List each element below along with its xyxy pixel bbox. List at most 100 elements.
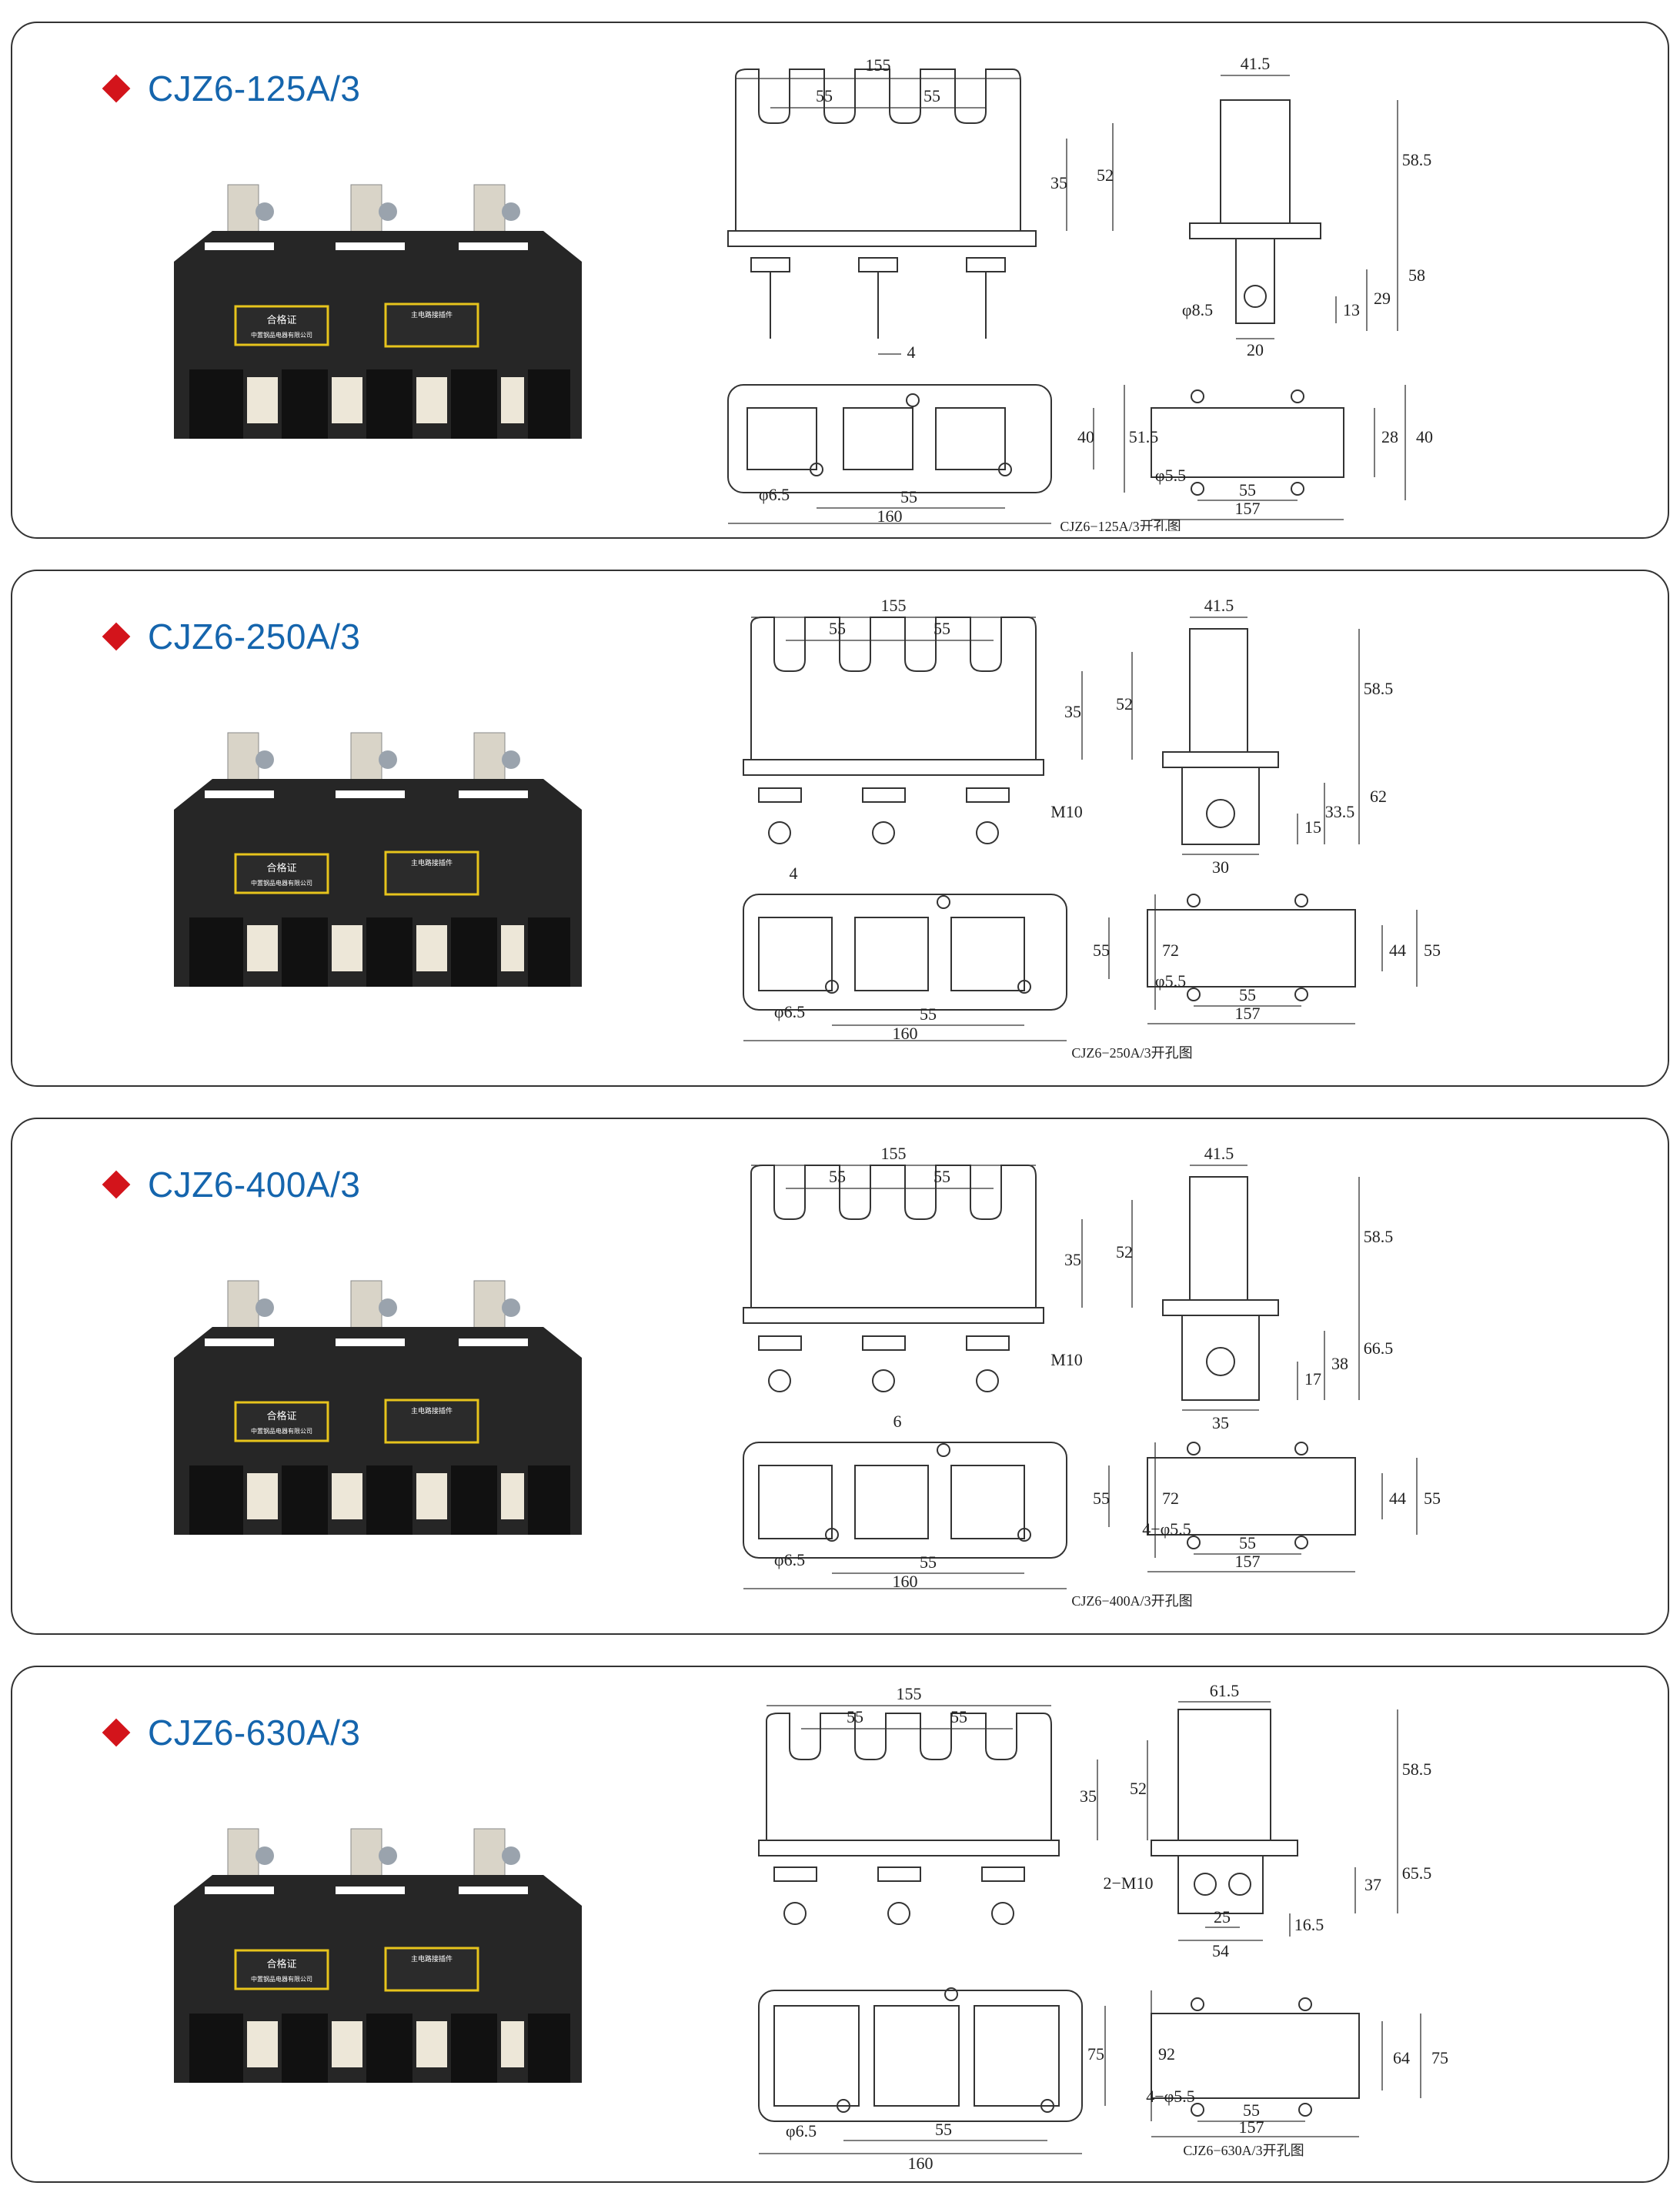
side-upper: 58.5	[1402, 150, 1432, 169]
side-base: 30	[1212, 857, 1229, 877]
side-upper: 58.5	[1364, 1227, 1394, 1246]
cutout-caption: CJZ6−400A/3开孔图	[1071, 1593, 1192, 1609]
cutout-pitch: 55	[1239, 985, 1256, 1004]
side-upper: 58.5	[1402, 1760, 1432, 1779]
cutout-h2: 75	[1431, 2048, 1448, 2067]
front-h1: 35	[1080, 1786, 1097, 1806]
side-offset: 29	[1374, 289, 1391, 308]
product-title: CJZ6-400A/3	[102, 1164, 361, 1205]
side-hole: φ8.5	[1182, 300, 1213, 319]
front-pitch-1: 55	[829, 619, 846, 638]
cutout-pitch: 55	[1239, 480, 1256, 500]
dimension-drawing: 155 55 55 35 52 4 41.5 58.5 58 29 13 20 …	[727, 54, 1433, 531]
side-inner: 25	[1214, 1907, 1231, 1927]
front-h2: 52	[1116, 1242, 1133, 1262]
product-panel-400a: CJZ6-400A/3 合格证 中置钢品电器有限公司 主电路接插件	[11, 1118, 1669, 1635]
nameplate-label: 主电路接插件	[411, 858, 453, 867]
cutout-length: 157	[1239, 2117, 1264, 2137]
top-h2: 72	[1162, 1489, 1179, 1508]
certificate-label: 合格证	[266, 314, 296, 326]
product-photo: 合格证 中置钢品电器有限公司 主电路接插件	[174, 1280, 582, 1535]
side-width: 61.5	[1210, 1683, 1240, 1700]
front-width: 155	[866, 55, 891, 75]
product-model: CJZ6-630A/3	[148, 1713, 361, 1753]
cutout-h1: 44	[1389, 941, 1406, 960]
diamond-bullet-icon	[102, 74, 131, 103]
top-pitch: 55	[920, 1552, 937, 1572]
front-pitch-2: 55	[950, 1707, 967, 1726]
top-pitch: 55	[920, 1004, 937, 1024]
front-h1: 35	[1064, 702, 1081, 721]
top-length: 160	[893, 1024, 918, 1043]
cutout-h1: 44	[1389, 1489, 1406, 1508]
side-lower: 62	[1370, 787, 1387, 806]
top-hole: φ6.5	[774, 1550, 805, 1569]
product-panel-125a: CJZ6-125A/3 合格证 中置钢品电器有限公司 主电路接插件	[11, 22, 1669, 539]
dimension-drawing: 155 55 55 35 52 4 M10 41.5 58.5 62 33.5 …	[743, 596, 1441, 1061]
certificate-label: 合格证	[266, 862, 296, 874]
dimension-drawing: 155 55 55 35 52 61.5 58.5 65.5 37 16.5 2…	[758, 1683, 1448, 2173]
top-hole: φ6.5	[786, 2121, 817, 2141]
diamond-bullet-icon	[102, 1170, 131, 1199]
cutout-hole: 4−φ5.5	[1146, 2087, 1195, 2106]
top-h2: 92	[1158, 2044, 1175, 2064]
side-lower: 65.5	[1402, 1863, 1432, 1883]
diamond-bullet-icon	[102, 1718, 131, 1747]
side-upper: 58.5	[1364, 679, 1394, 698]
top-length: 160	[908, 2154, 934, 2173]
cutout-hole: 4−φ5.5	[1142, 1519, 1191, 1539]
front-pitch-2: 55	[923, 86, 940, 105]
top-hole: φ6.5	[774, 1002, 805, 1021]
side-hole-h: 13	[1343, 300, 1360, 319]
front-width: 155	[897, 1684, 922, 1703]
front-pitch-2: 55	[934, 619, 950, 638]
product-model: CJZ6-125A/3	[148, 69, 361, 109]
cutout-caption: CJZ6−630A/3开孔图	[1183, 2143, 1304, 2158]
cutout-caption: CJZ6−250A/3开孔图	[1071, 1045, 1192, 1061]
product-model: CJZ6-400A/3	[148, 1165, 361, 1205]
front-width: 155	[881, 1144, 907, 1163]
nameplate-label: 主电路接插件	[411, 310, 453, 319]
product-title: CJZ6-125A/3	[102, 68, 361, 109]
front-h1: 35	[1050, 173, 1067, 192]
front-pitch-1: 55	[847, 1707, 863, 1726]
top-pitch: 55	[900, 487, 917, 506]
top-hole: φ6.5	[759, 485, 790, 504]
maker-label: 中置钢品电器有限公司	[251, 879, 312, 887]
top-h2: 51.5	[1129, 427, 1159, 446]
top-h1: 40	[1077, 427, 1094, 446]
cutout-h1: 28	[1381, 427, 1398, 446]
front-h2: 52	[1097, 165, 1114, 185]
cutout-length: 157	[1235, 499, 1261, 518]
cutout-h2: 40	[1416, 427, 1433, 446]
top-pitch: 55	[935, 2120, 952, 2139]
top-h2: 72	[1162, 941, 1179, 960]
front-pitch-2: 55	[934, 1167, 950, 1186]
product-model: CJZ6-250A/3	[148, 617, 361, 657]
product-photo: 合格证 中置钢品电器有限公司 主电路接插件	[174, 184, 582, 439]
product-photo: 合格证 中置钢品电器有限公司 主电路接插件	[174, 1828, 582, 2083]
front-width: 155	[881, 596, 907, 615]
cutout-pitch: 55	[1243, 2100, 1260, 2120]
front-pin: 4	[790, 864, 798, 883]
maker-label: 中置钢品电器有限公司	[251, 1975, 312, 1983]
side-base: 54	[1212, 1941, 1229, 1960]
cutout-h1: 64	[1393, 2048, 1410, 2067]
front-thread: M10	[1050, 1350, 1083, 1369]
cutout-h2: 55	[1424, 941, 1441, 960]
side-hole-h: 16.5	[1294, 1915, 1324, 1934]
top-h1: 55	[1093, 1489, 1110, 1508]
maker-label: 中置钢品电器有限公司	[251, 331, 312, 339]
side-offset: 38	[1331, 1354, 1348, 1373]
certificate-label: 合格证	[266, 1958, 296, 1970]
cutout-caption: CJZ6−125A/3开孔图	[1060, 519, 1181, 531]
nameplate-label: 主电路接插件	[411, 1954, 453, 1963]
side-offset: 37	[1364, 1875, 1381, 1894]
side-offset: 33.5	[1325, 802, 1355, 821]
front-h2: 52	[1130, 1779, 1147, 1798]
side-thread: 2−M10	[1104, 1873, 1154, 1893]
diamond-bullet-icon	[102, 622, 131, 651]
side-base: 20	[1247, 340, 1264, 359]
product-title: CJZ6-630A/3	[102, 1712, 361, 1753]
cutout-pitch: 55	[1239, 1533, 1256, 1552]
